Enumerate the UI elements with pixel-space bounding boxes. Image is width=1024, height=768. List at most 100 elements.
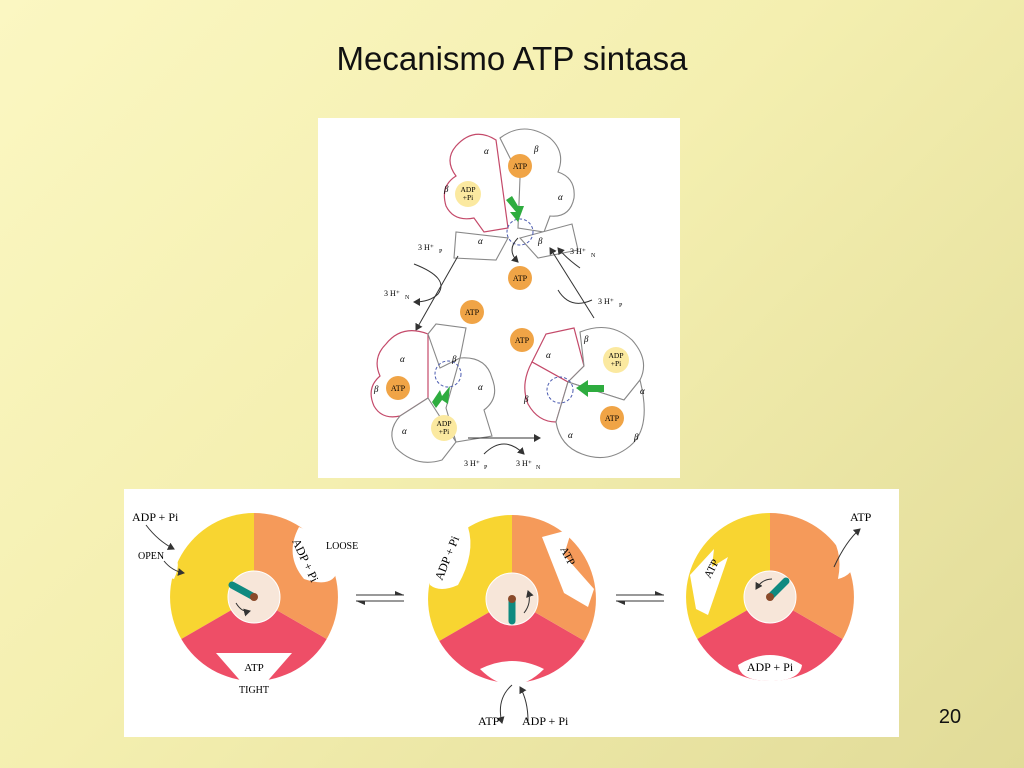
release-arrow (510, 237, 519, 263)
alpha-label: α (640, 386, 645, 396)
atp-label: ATP (391, 384, 406, 393)
bottom-atp-label: ATP (478, 714, 500, 728)
loose-site-cleft (428, 527, 471, 589)
gamma-site-dashed (506, 218, 534, 246)
beta-label: β (537, 236, 543, 246)
beta-label: β (583, 334, 589, 344)
adp-circle (455, 181, 481, 207)
proton-arrow (557, 289, 593, 304)
open-site-cleft (480, 661, 544, 685)
adp-pi-label: +Pi (463, 193, 474, 202)
binding-change-diagram: ATP ADP +Pi α β β α α β ATP ATP ATP 3 H⁺… (318, 118, 680, 478)
adp-circle (603, 347, 629, 373)
adp-label: ADP (608, 351, 623, 360)
tight-atp-label: ATP (244, 662, 264, 674)
gamma-axis (508, 595, 516, 603)
enzyme-state-2 (428, 515, 596, 685)
green-arrow (506, 196, 524, 222)
rotation-arrow (235, 602, 251, 617)
atp-circle (386, 376, 410, 400)
beta-label: β (443, 184, 449, 194)
transition-arrow (415, 255, 459, 331)
rotation-arrow (755, 578, 773, 590)
atp-out-label: ATP (850, 510, 872, 524)
atp-label: ATP (515, 336, 530, 345)
alpha-label: α (478, 236, 483, 246)
loose-site-cleft (292, 527, 338, 583)
green-arrow (432, 386, 450, 408)
gamma-shaft (228, 581, 258, 601)
red-sector (181, 597, 327, 681)
release-arrow (496, 684, 513, 724)
proton-n-label: 3 H⁺ (570, 247, 586, 256)
atp-label: ATP (513, 162, 528, 171)
proton-subscript: P (484, 465, 488, 471)
proton-subscript: N (405, 295, 410, 301)
subunit-shape (443, 133, 509, 233)
released-atp: ATP (460, 300, 484, 324)
alpha-label: α (400, 354, 405, 364)
atp-label: ATP (605, 414, 620, 423)
adp-circle (431, 415, 457, 441)
atp-circle (600, 406, 624, 430)
proton-arrow (483, 443, 525, 455)
beta-label: β (373, 384, 379, 394)
entry-arrow (145, 524, 175, 550)
subunit-shape (445, 357, 496, 443)
alpha-label: α (546, 350, 551, 360)
proton-n-label: 3 H⁺ (516, 459, 532, 468)
atp-circle (508, 154, 532, 178)
adp-label: ADP (436, 419, 451, 428)
tight-site-cleft (690, 549, 728, 615)
alpha-label: α (568, 430, 573, 440)
rotary-states-svg: ATP ADP + Pi OPEN LOOSE ADP + Pi TIGHT A… (132, 510, 872, 728)
subunit-shape (453, 231, 509, 261)
subunit-shape (427, 323, 467, 369)
enzyme-top: ATP ADP +Pi α β β α α β (443, 128, 579, 261)
page-number: 20 (938, 706, 962, 728)
gamma-site-dashed (434, 360, 462, 388)
green-arrow (576, 380, 604, 397)
beta-label: β (633, 432, 639, 442)
proton-arrow (413, 263, 442, 306)
adp-pi-label: ADP + Pi (132, 510, 179, 524)
tight-site-cleft (216, 653, 292, 685)
beta-label: β (523, 394, 529, 404)
proton-subscript: N (536, 465, 541, 471)
alpha-label: α (402, 426, 407, 436)
transition-arrow (549, 247, 595, 319)
gamma-site-dashed (546, 376, 574, 404)
adp-pi-label: +Pi (439, 427, 450, 436)
beta-label: β (533, 144, 539, 154)
loose-site-cleft (738, 655, 802, 681)
open-label: OPEN (138, 551, 164, 562)
proton-subscript: N (591, 253, 596, 259)
tight-site-cleft (542, 529, 594, 607)
proton-arrow (557, 247, 581, 269)
adp-pi-label: +Pi (611, 359, 622, 368)
alpha-label: α (558, 192, 563, 202)
alpha-label: α (484, 146, 489, 156)
release-arrow (833, 528, 861, 568)
proton-subscript: P (619, 303, 623, 309)
rotary-states-diagram: ATP ADP + Pi OPEN LOOSE ADP + Pi TIGHT A… (124, 489, 899, 737)
proton-p-label: 3 H⁺ (464, 459, 480, 468)
bottom-adp-pi-label: ADP + Pi (522, 714, 569, 728)
gamma-axis (766, 593, 774, 601)
red-sector (697, 597, 843, 681)
subunit-shape (370, 330, 429, 418)
enzyme-left: ATP ADP +Pi α β β α α (370, 323, 496, 463)
gamma-axis (250, 593, 258, 601)
released-atp: ATP (510, 328, 534, 352)
alpha-label: α (478, 382, 483, 392)
entry-arrow (163, 560, 185, 576)
enzyme-state-3 (686, 513, 856, 681)
beta-label: β (451, 354, 457, 364)
binding-change-svg: ATP ADP +Pi α β β α α β ATP ATP ATP 3 H⁺… (370, 128, 645, 471)
rotation-arrow (523, 590, 534, 614)
enzyme-state-1: ATP (154, 513, 338, 685)
red-sector (439, 599, 585, 683)
proton-p-label: 3 H⁺ (418, 243, 434, 252)
subunit-shape (391, 397, 457, 463)
tight-label: TIGHT (239, 685, 269, 696)
